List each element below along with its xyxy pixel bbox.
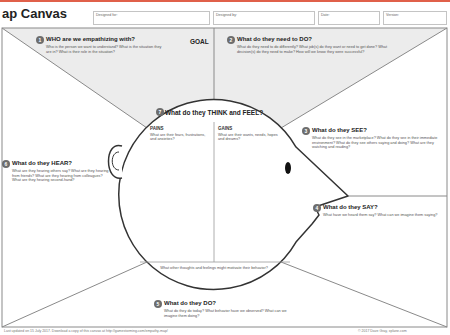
node-body: What do they see in the marketplace? Wha…: [312, 136, 444, 150]
pains-gains-divider: [214, 122, 215, 262]
callout-number: 7: [156, 108, 164, 116]
node-body: What are they hearing others say? What a…: [12, 169, 112, 183]
node-heading: What do they SAY?: [323, 204, 443, 212]
node-body: What are their fears, frustrations, and …: [150, 133, 212, 142]
node-heading: Designed for:: [96, 13, 207, 17]
divider-line: [281, 28, 447, 128]
callout-number: 1: [36, 36, 44, 44]
top-bar: [0, 0, 450, 2]
canvas-border: [2, 28, 447, 327]
field-box: Date:: [318, 11, 380, 25]
node-heading: What do they DO?: [164, 300, 294, 308]
node-heading: What do they HEAR?: [12, 160, 112, 168]
field-box: Designed by:: [213, 11, 315, 25]
divider-line: [2, 28, 147, 128]
footer-note: © 2017 Dave Gray, xplane.com: [358, 329, 407, 333]
node-body: What are their wants, needs, hopes and d…: [218, 133, 284, 142]
node-heading: What other thoughts and feelings might m…: [144, 266, 284, 271]
node-heading: Designed by:: [216, 13, 312, 17]
divider-line: [214, 28, 215, 100]
footer-note: Last updated on 15 July 2017. Download a…: [4, 329, 168, 333]
node-heading: What do they need to DO?: [237, 36, 387, 44]
divider-line: [348, 196, 447, 197]
motivation-panel: What other thoughts and feelings might m…: [144, 266, 284, 271]
callout-number: 4: [313, 204, 321, 212]
node-heading: Date:: [321, 13, 377, 17]
quadrant-panel: What do they HEAR?What are they hearing …: [12, 160, 112, 183]
gains-panel: GAINSWhat are their wants, needs, hopes …: [218, 126, 284, 142]
quadrant-panel: What do they SAY?What have we heard them…: [323, 204, 443, 218]
node-heading: What do they SEE?: [312, 127, 444, 135]
pains-panel: PAINSWhat are their fears, frustrations,…: [150, 126, 212, 142]
goal-label: GOAL: [190, 38, 209, 45]
divider-line: [2, 262, 147, 327]
think-feel-divider: [140, 262, 290, 263]
callout-number: 6: [2, 160, 10, 168]
node-heading: Version:: [386, 13, 444, 17]
callout-number: 2: [227, 36, 235, 44]
node-body: What have we heard them say? What can we…: [323, 213, 443, 218]
node-heading: What do they THINK and FEEL?: [120, 100, 308, 117]
eye: [285, 162, 291, 174]
node-heading: PAINS: [150, 126, 212, 132]
callout-number: 5: [154, 300, 162, 308]
quadrant-panel: What do they need to DO?What do they nee…: [237, 36, 387, 54]
quadrant-panel: What do they SEE?What do they see in the…: [312, 127, 444, 150]
think-feel-panel: What do they THINK and FEEL?PAINSWhat ar…: [120, 100, 308, 290]
node-body: What do they do today? What behavior hav…: [164, 309, 294, 318]
goal-wedge: [2, 28, 447, 128]
quadrant-panel: WHO are we empathizing with?Who is the p…: [46, 36, 166, 54]
node-heading: GAINS: [218, 126, 284, 132]
divider-line: [281, 262, 447, 327]
quadrant-panel: What do they DO?What do they do today? W…: [164, 300, 294, 318]
node-body: Who is the person we want to understand?…: [46, 45, 166, 54]
ear: [112, 152, 119, 170]
node-body: What do they need to do differently? Wha…: [237, 45, 387, 54]
canvas-title: ap Canvas: [2, 6, 67, 21]
callout-number: 3: [302, 127, 310, 135]
node-heading: WHO are we empathizing with?: [46, 36, 166, 44]
field-box: Designed for:: [93, 11, 210, 25]
ear: [109, 145, 123, 178]
field-box: Version:: [383, 11, 447, 25]
